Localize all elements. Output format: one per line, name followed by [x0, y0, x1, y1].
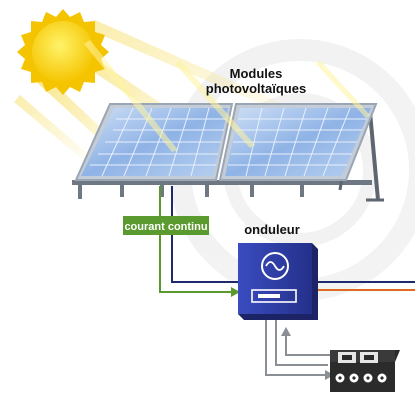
display-icon: [251, 289, 297, 303]
label-modules-line1: Modules: [230, 66, 283, 81]
meter-wire-3: [285, 335, 330, 356]
meter-wire-2: [275, 320, 328, 366]
solar-panel-left: [74, 103, 234, 181]
sun-icon: [17, 9, 109, 95]
label-onduleur: onduleur: [244, 222, 300, 237]
sine-wave-icon: [261, 252, 289, 280]
meter-wire-1: [265, 320, 328, 376]
dc-arrow-green: [231, 287, 240, 297]
dc-current-label: courant continu: [123, 216, 209, 235]
electric-meter-icon: [330, 350, 400, 392]
inverter: [238, 243, 318, 320]
label-courant-continu: courant continu: [124, 221, 207, 233]
label-modules-line2: photovoltaïques: [206, 81, 306, 96]
light-reflections: [84, 40, 370, 152]
solar-panel-right: [218, 103, 378, 181]
